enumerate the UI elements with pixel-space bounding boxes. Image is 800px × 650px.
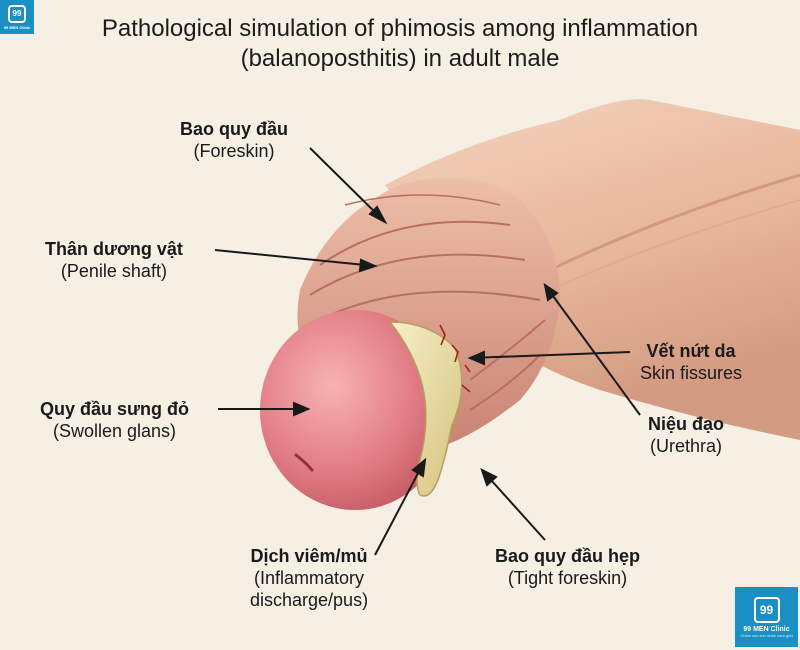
label-shaft-en: (Penile shaft) <box>60 261 167 281</box>
logo-mark: 99 <box>8 4 26 23</box>
label-glans: Quy đầu sưng đỏ (Swollen glans) <box>40 398 189 442</box>
inflammatory-discharge <box>388 321 463 497</box>
label-fissures-vi: Vết nứt da <box>646 341 736 361</box>
label-tight-en: (Tight foreskin) <box>507 568 628 588</box>
label-shaft-vi: Thân dương vật <box>45 239 183 259</box>
label-shaft: Thân dương vật (Penile shaft) <box>45 238 183 282</box>
clinic-logo-bottom: 99 99 MEN Clinic Chăm sóc sức khỏe nam g… <box>735 587 798 647</box>
label-foreskin-en: (Foreskin) <box>193 141 275 161</box>
label-discharge-en2: discharge/pus) <box>250 590 369 610</box>
label-glans-vi: Quy đầu sưng đỏ <box>40 399 190 419</box>
page-title: Pathological simulation of phimosis amon… <box>0 14 800 74</box>
label-fissures: Vết nứt da Skin fissures <box>640 340 742 384</box>
title-line-1: Pathological simulation of phimosis amon… <box>101 15 699 42</box>
skin-fissures <box>439 324 471 393</box>
urethra-line <box>539 173 800 277</box>
swollen-glans <box>260 310 450 510</box>
label-urethra-en: (Urethra) <box>650 436 723 456</box>
logo-mark: 99 <box>753 596 780 623</box>
logo-tagline: Chăm sóc sức khỏe nam giới <box>740 632 793 638</box>
label-glans-en: (Swollen glans) <box>52 421 177 441</box>
label-foreskin: Bao quy đầu (Foreskin) <box>180 118 288 162</box>
label-urethra: Niệu đạo (Urethra) <box>648 413 724 457</box>
label-urethra-vi: Niệu đạo <box>648 414 725 434</box>
logo-name: 99 MEN Clinic <box>3 24 31 30</box>
label-fissures-en: Skin fissures <box>640 363 743 383</box>
label-discharge-vi: Dịch viêm/mủ <box>250 546 368 566</box>
label-foreskin-vi: Bao quy đầu <box>180 119 289 139</box>
label-discharge: Dịch viêm/mủ (Inflammatory discharge/pus… <box>250 545 368 611</box>
clinic-logo-top: 99 99 MEN Clinic <box>0 0 34 34</box>
urethral-opening <box>294 453 314 472</box>
logo-name: 99 MEN Clinic <box>743 625 790 633</box>
title-line-2: (balanoposthitis) in adult male <box>240 45 560 72</box>
label-tight-foreskin: Bao quy đầu hẹp (Tight foreskin) <box>495 545 640 589</box>
label-tight-vi: Bao quy đầu hẹp <box>495 546 641 566</box>
label-discharge-en1: (Inflammatory <box>254 568 365 588</box>
